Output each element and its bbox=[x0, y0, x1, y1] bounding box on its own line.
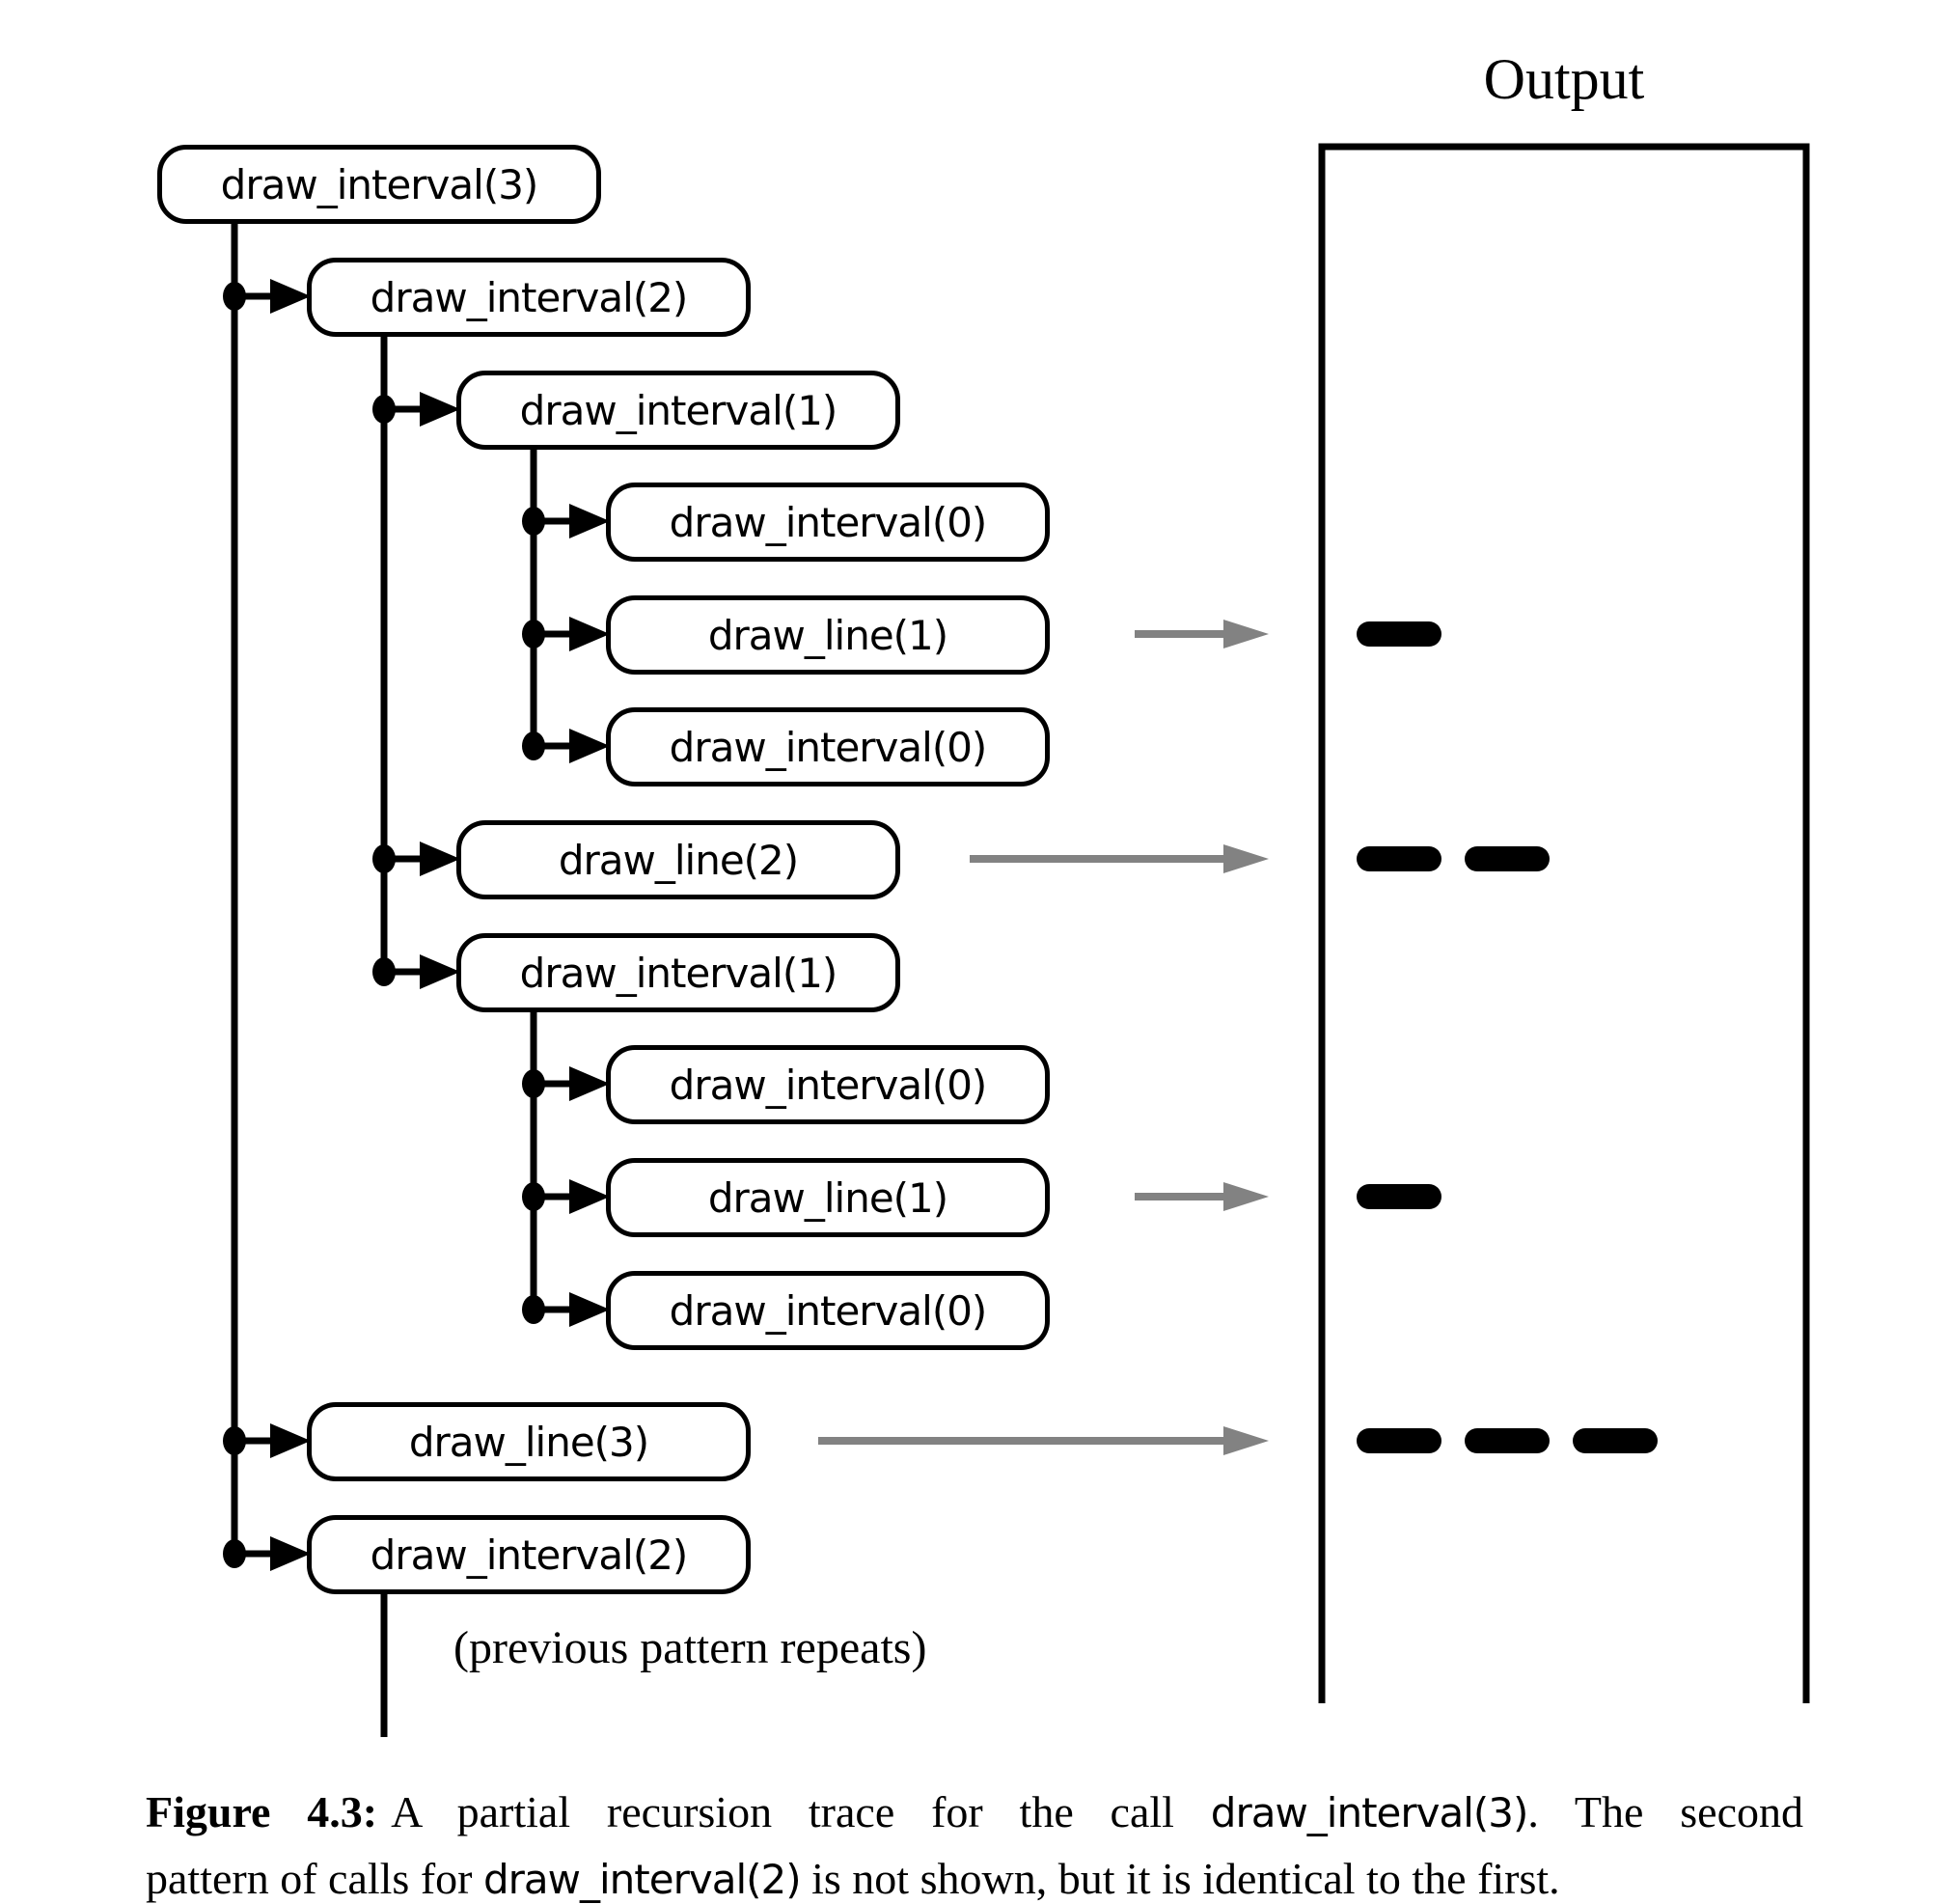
call-arrowhead-icon bbox=[420, 392, 460, 427]
call-arrowhead-icon bbox=[569, 1292, 610, 1327]
call-arrowhead-icon bbox=[569, 1179, 610, 1214]
output-arrowhead-icon bbox=[1223, 844, 1269, 873]
call-box-draw-interval-0: draw_interval(0) bbox=[606, 707, 1050, 786]
call-arrowhead-icon bbox=[569, 1066, 610, 1101]
call-box-draw-interval-0: draw_interval(0) bbox=[606, 1045, 1050, 1124]
caption-code-ref: draw_interval(3) bbox=[1210, 1789, 1529, 1836]
caption-line-2: pattern of calls for draw_interval(2) is… bbox=[146, 1846, 1803, 1904]
call-box-draw-interval-2: draw_interval(2) bbox=[307, 258, 751, 337]
call-box-label: draw_line(1) bbox=[707, 1173, 948, 1222]
call-arrowhead-icon bbox=[420, 954, 460, 989]
call-box-label: draw_line(1) bbox=[707, 611, 948, 659]
call-arrowhead-icon bbox=[569, 504, 610, 538]
caption-code-ref: draw_interval(2) bbox=[482, 1856, 802, 1903]
call-box-draw-line-1: draw_line(1) bbox=[606, 1158, 1050, 1237]
call-arrowhead-icon bbox=[569, 617, 610, 651]
output-arrowhead-icon bbox=[1223, 620, 1269, 648]
output-dash-layer bbox=[1357, 621, 1658, 1453]
caption-line-1: Figure 4.3: A partial recursion trace for… bbox=[146, 1780, 1803, 1846]
call-box-draw-interval-0: draw_interval(0) bbox=[606, 1271, 1050, 1350]
call-box-draw-interval-2: draw_interval(2) bbox=[307, 1515, 751, 1594]
call-box-draw-line-2: draw_line(2) bbox=[456, 820, 900, 899]
call-box-draw-line-3: draw_line(3) bbox=[307, 1402, 751, 1481]
call-box-label: draw_interval(0) bbox=[669, 498, 988, 546]
call-box-label: draw_interval(3) bbox=[220, 160, 539, 208]
call-box-label: draw_interval(1) bbox=[519, 386, 838, 434]
output-dash bbox=[1357, 621, 1441, 647]
output-dash bbox=[1465, 846, 1550, 871]
output-dash bbox=[1357, 1184, 1441, 1209]
output-arrowhead-icon bbox=[1223, 1426, 1269, 1455]
call-box-label: draw_line(2) bbox=[558, 836, 799, 884]
output-dash bbox=[1357, 1428, 1441, 1453]
call-arrows bbox=[234, 279, 610, 1571]
caption-text: A partial recursion trace for the call bbox=[391, 1787, 1211, 1836]
output-panel-border bbox=[1318, 143, 1810, 1703]
caption-tag: Figure 4.3: bbox=[146, 1787, 378, 1836]
caption-text: . The second bbox=[1527, 1787, 1803, 1836]
output-dash bbox=[1573, 1428, 1658, 1453]
call-box-draw-interval-0: draw_interval(0) bbox=[606, 483, 1050, 562]
call-box-label: draw_interval(0) bbox=[669, 1061, 988, 1109]
call-arrowhead-icon bbox=[569, 729, 610, 763]
call-box-label: draw_interval(1) bbox=[519, 949, 838, 997]
call-box-label: draw_interval(2) bbox=[370, 273, 689, 321]
call-box-draw-interval-3: draw_interval(3) bbox=[157, 145, 601, 224]
call-box-draw-line-1: draw_line(1) bbox=[606, 595, 1050, 675]
repeat-note: (previous pattern repeats) bbox=[453, 1622, 927, 1673]
call-box-label: draw_interval(0) bbox=[669, 723, 988, 771]
caption-text: is not shown, but it is identical to the… bbox=[800, 1854, 1560, 1903]
figure-caption: Figure 4.3: A partial recursion trace for… bbox=[146, 1780, 1803, 1904]
call-arrowhead-icon bbox=[270, 279, 311, 314]
call-box-label: draw_interval(0) bbox=[669, 1286, 988, 1335]
output-label: Output bbox=[1483, 47, 1645, 111]
call-arrowhead-icon bbox=[270, 1536, 311, 1571]
call-arrowhead-icon bbox=[420, 842, 460, 876]
call-box-draw-interval-1: draw_interval(1) bbox=[456, 933, 900, 1012]
call-box-label: draw_interval(2) bbox=[370, 1531, 689, 1579]
output-arrows bbox=[818, 620, 1269, 1455]
call-box-label: draw_line(3) bbox=[408, 1418, 649, 1466]
output-dash bbox=[1465, 1428, 1550, 1453]
output-dash bbox=[1357, 846, 1441, 871]
call-box-draw-interval-1: draw_interval(1) bbox=[456, 371, 900, 450]
caption-text: pattern of calls for bbox=[146, 1854, 483, 1903]
output-arrowhead-icon bbox=[1223, 1182, 1269, 1211]
call-arrowhead-icon bbox=[270, 1423, 311, 1458]
